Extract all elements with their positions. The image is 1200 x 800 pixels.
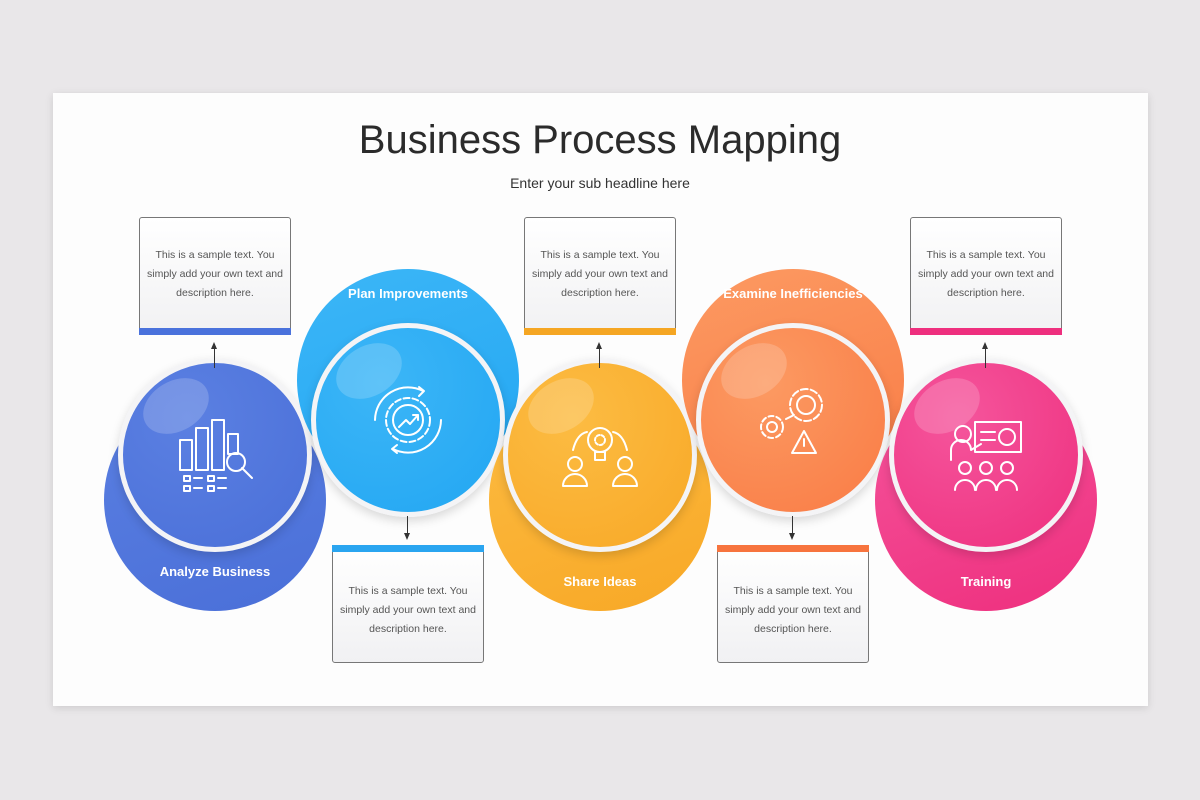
description-text: This is a sample text. You simply add yo… [532,249,668,299]
gears-warning-icon [748,375,838,465]
description-box: This is a sample text. You simply add yo… [139,217,291,335]
description-box: This is a sample text. You simply add yo… [524,217,676,335]
accent-bar [524,328,676,335]
step-circle[interactable] [311,323,505,517]
page-title: Business Process Mapping [358,118,842,162]
description-text: This is a sample text. You simply add yo… [725,585,861,635]
connector-arrow [404,516,410,540]
accent-bar [910,328,1062,335]
accent-bar [139,328,291,335]
description-text: This is a sample text. You simply add yo… [147,249,283,299]
accent-bar [717,545,869,552]
presentation-team-icon [941,410,1031,500]
step-label: Analyze Business [159,564,271,579]
description-text: This is a sample text. You simply add yo… [340,585,476,635]
description-box: This is a sample text. You simply add yo… [332,545,484,663]
connector-arrow [211,342,217,368]
step-label: Share Ideas [563,574,637,589]
connector-arrow [596,342,602,368]
gear-growth-cycle-icon [363,375,453,465]
step-circle[interactable] [118,358,312,552]
connector-arrow [789,516,795,540]
step-label: Training [960,574,1012,589]
step-label: Examine Inefficiencies [723,286,863,301]
step-circle[interactable] [696,323,890,517]
description-box: This is a sample text. You simply add yo… [717,545,869,663]
step-circle[interactable] [503,358,697,552]
connector-arrow [982,342,988,368]
step-circle[interactable] [889,358,1083,552]
people-lightbulb-icon [555,410,645,500]
step-label: Plan Improvements [348,286,468,301]
accent-bar [332,545,484,552]
description-text: This is a sample text. You simply add yo… [918,249,1054,299]
page-subtitle: Enter your sub headline here [510,175,690,191]
bar-chart-magnifier-icon [170,410,260,500]
description-box: This is a sample text. You simply add yo… [910,217,1062,335]
